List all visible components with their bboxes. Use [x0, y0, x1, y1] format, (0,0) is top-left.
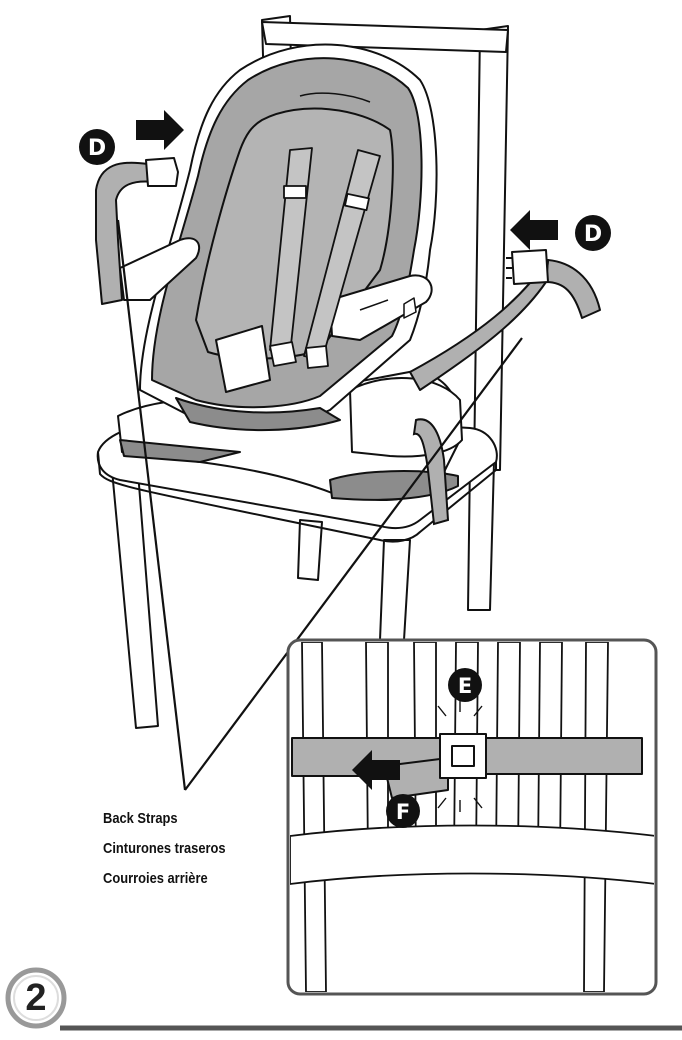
harness-adjuster-right [344, 192, 370, 212]
chair-back-post-right [473, 25, 509, 471]
svg-text:E: E [458, 674, 472, 698]
callout-line-en: Back Straps [103, 810, 178, 827]
inset-strap-right [483, 737, 643, 775]
callout-leaders [116, 219, 523, 791]
armrest-right [329, 274, 433, 341]
car-seat [119, 43, 438, 432]
marker-d-left: D [79, 129, 115, 165]
chair-leg-back-left [297, 519, 323, 581]
step-number: 2 [25, 977, 47, 1019]
marker-d-right: D [575, 215, 611, 251]
arrows [136, 110, 558, 250]
base-shadow [119, 439, 241, 463]
arrow-right-d [136, 110, 184, 150]
harness-adjuster-left [283, 185, 307, 199]
click-burst [437, 700, 483, 812]
buckle-female-right [511, 249, 549, 285]
step-badge [5, 967, 67, 1029]
chair-leg-front-right [379, 539, 411, 641]
back-strap-right [409, 249, 601, 391]
strap-through-base [412, 418, 450, 526]
armrest-left [119, 237, 201, 301]
svg-text:F: F [396, 800, 410, 824]
marker-e: E [448, 668, 482, 702]
buckle-male-left [145, 157, 179, 187]
harness-buckle-left [269, 341, 297, 367]
harness [269, 147, 381, 369]
harness-buckle-right [305, 345, 329, 369]
base-side-right [349, 376, 463, 458]
back-strap-left [95, 157, 179, 305]
seat-bottom [175, 397, 341, 432]
marker-f: F [386, 794, 420, 828]
arrow-left-d [510, 210, 558, 250]
inset-arrow-left [352, 750, 400, 790]
svg-text:D: D [584, 222, 602, 247]
chair-seat-edge [97, 451, 497, 543]
crotch-buckle [215, 325, 271, 393]
detail-inset: E F [286, 638, 658, 996]
callout-line-es: Cinturones traseros [103, 840, 226, 857]
svg-text:D: D [88, 136, 106, 161]
callout-line-fr: Courroies arrière [103, 870, 208, 887]
base-foot-right [329, 470, 459, 501]
